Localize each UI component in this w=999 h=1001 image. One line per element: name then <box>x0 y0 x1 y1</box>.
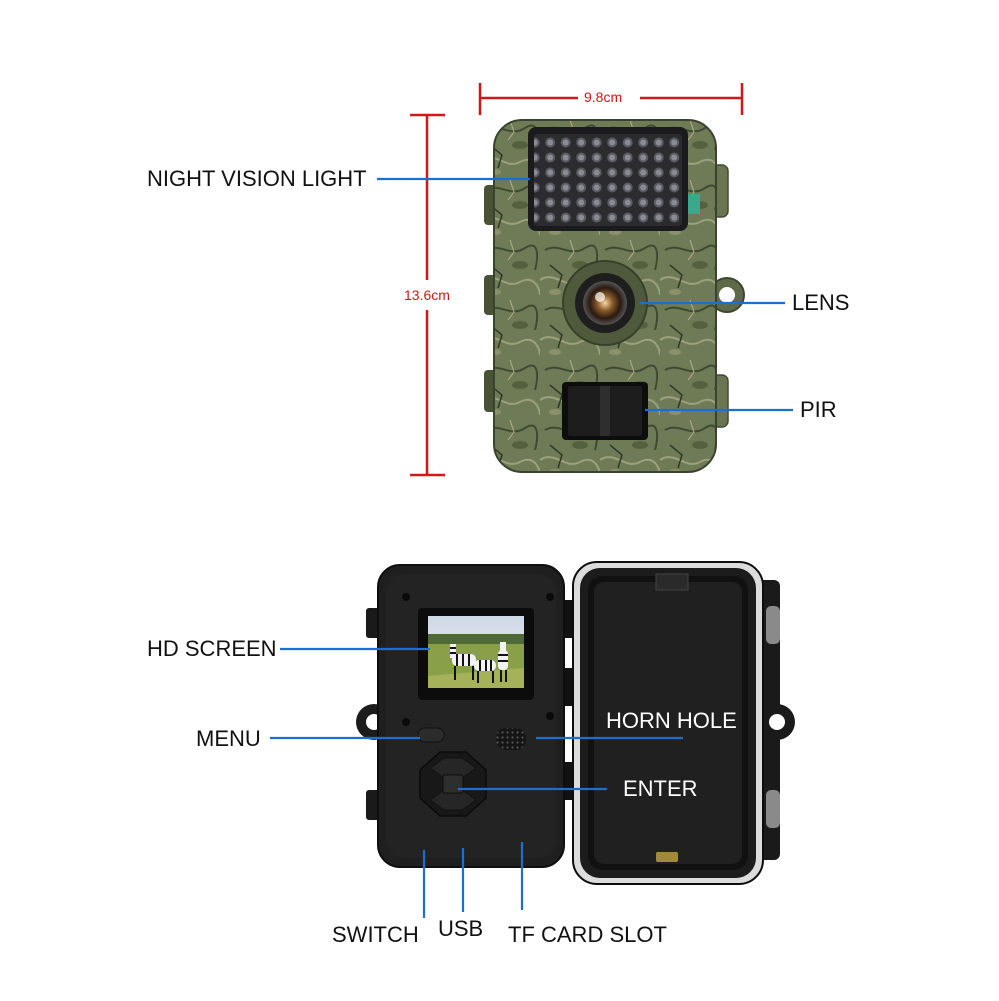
width-label: 9.8cm <box>584 89 623 105</box>
back-camera <box>356 561 795 885</box>
label-menu: MENU <box>196 726 261 751</box>
height-label: 13.6cm <box>404 287 450 303</box>
label-usb: USB <box>438 916 484 941</box>
width-dimension <box>478 83 744 115</box>
label-horn-hole: HORN HOLE <box>606 708 737 733</box>
label-lens: LENS <box>792 290 850 315</box>
zebra-image <box>450 642 508 683</box>
label-pir: PIR <box>800 397 837 422</box>
back-leader-lines <box>270 647 683 918</box>
label-enter: ENTER <box>623 776 698 801</box>
label-hd-screen: HD SCREEN <box>147 636 277 661</box>
label-switch: SWITCH <box>332 922 419 947</box>
front-leader-lines <box>377 177 793 412</box>
height-dimension <box>410 113 445 477</box>
dpad <box>419 751 487 817</box>
front-camera <box>484 119 745 473</box>
label-night-vision-light: NIGHT VISION LIGHT <box>147 166 367 191</box>
label-tf-card-slot: TF CARD SLOT <box>508 922 667 947</box>
